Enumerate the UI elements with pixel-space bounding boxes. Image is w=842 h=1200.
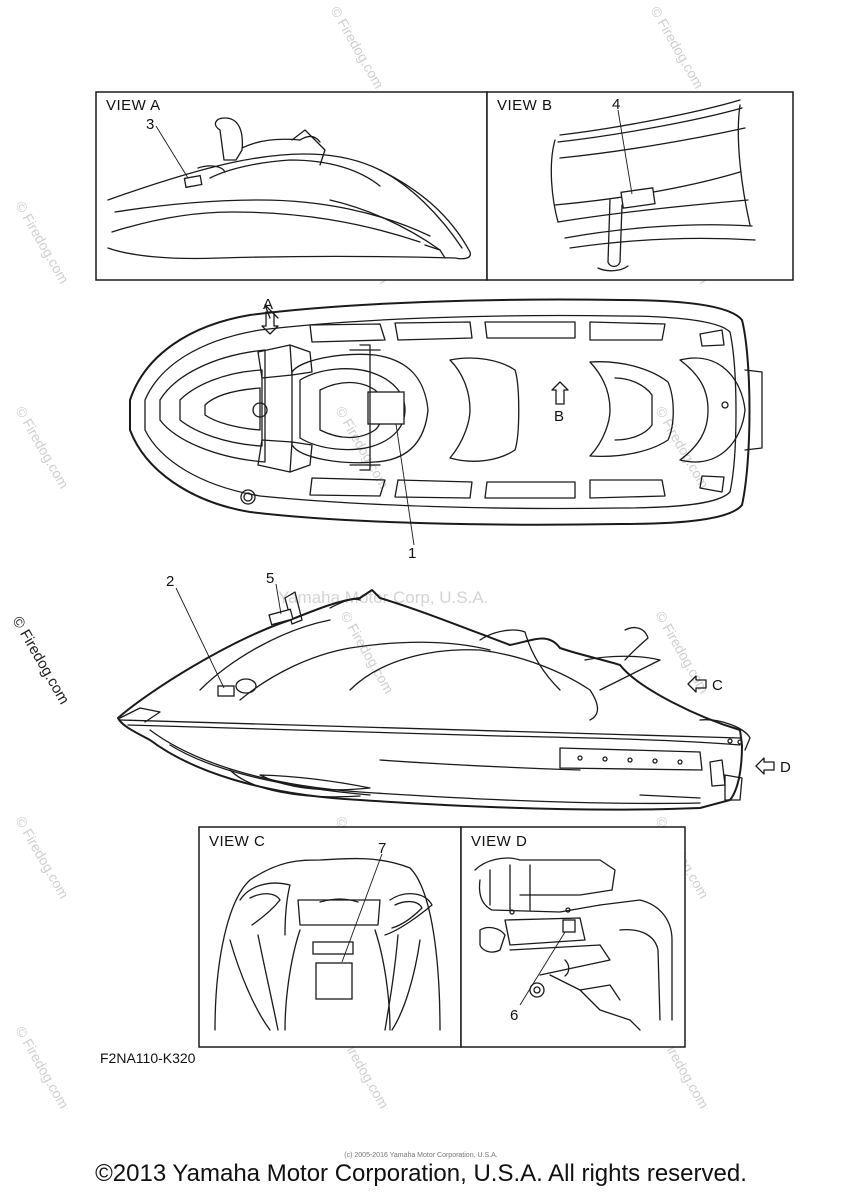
- view-d-label: VIEW D: [471, 833, 527, 850]
- leader-3: [155, 125, 189, 179]
- watermark-diagonal: © Firedog.com: [647, 4, 707, 92]
- fine-print: (c) 2005-2016 Yamaha Motor Corporation, …: [344, 1152, 498, 1159]
- arrow-c: [687, 675, 707, 693]
- leader-5: [275, 583, 282, 615]
- callout-3: 3: [146, 116, 154, 133]
- arrow-a: [261, 311, 279, 335]
- arrow-b-label: B: [554, 408, 564, 425]
- arrow-b: [551, 381, 569, 405]
- view-d-panel: VIEW D 6: [460, 826, 686, 1048]
- leader-4: [617, 109, 633, 195]
- view-d-drawing: [474, 857, 673, 1031]
- copyright-notice: ©2013 Yamaha Motor Corporation, U.S.A. A…: [95, 1160, 747, 1187]
- diagram-code: F2NA110-K320: [100, 1050, 196, 1066]
- callout-2: 2: [166, 573, 174, 590]
- callout-5: 5: [266, 570, 274, 587]
- watermark-diagonal: © Firedog.com: [327, 4, 387, 92]
- view-c-label: VIEW C: [209, 833, 265, 850]
- arrow-a-label: A: [263, 296, 273, 313]
- side-view-watercraft: [117, 583, 751, 811]
- view-a-drawing: [107, 117, 471, 260]
- callout-7: 7: [378, 840, 386, 857]
- arrow-d: [755, 757, 775, 775]
- watermark-diagonal: © Firedog.com: [12, 199, 72, 287]
- view-a-label: VIEW A: [106, 97, 161, 114]
- callout-6: 6: [510, 1007, 518, 1024]
- view-b-panel: VIEW B 4: [486, 91, 794, 281]
- watermark-diagonal: © Firedog.com: [337, 609, 397, 697]
- view-c-drawing: [214, 853, 441, 1031]
- leader-2: [175, 587, 225, 689]
- center-watermark: Yamaha Motor Corp, U.S.A.: [278, 588, 488, 607]
- view-b-label: VIEW B: [497, 97, 553, 114]
- watermark-diagonal: © Firedog.com: [652, 609, 712, 697]
- arrow-c-label: C: [712, 677, 723, 694]
- leader-6: [519, 931, 566, 1006]
- side-watermark: © Firedog.com: [9, 614, 73, 708]
- watermark-diagonal: © Firedog.com: [12, 404, 72, 492]
- watermark-diagonal: © Firedog.com: [652, 404, 712, 492]
- callout-4: 4: [612, 96, 620, 113]
- arrow-d-label: D: [780, 759, 791, 776]
- callout-1: 1: [408, 545, 416, 562]
- leader-1: [395, 423, 415, 546]
- watermark-diagonal: © Firedog.com: [12, 1024, 72, 1112]
- view-b-drawing: [550, 99, 756, 272]
- view-c-panel: VIEW C 7: [198, 826, 462, 1048]
- leader-7: [341, 853, 383, 963]
- view-a-panel: VIEW A 3: [95, 91, 488, 281]
- watermark-diagonal: © Firedog.com: [12, 814, 72, 902]
